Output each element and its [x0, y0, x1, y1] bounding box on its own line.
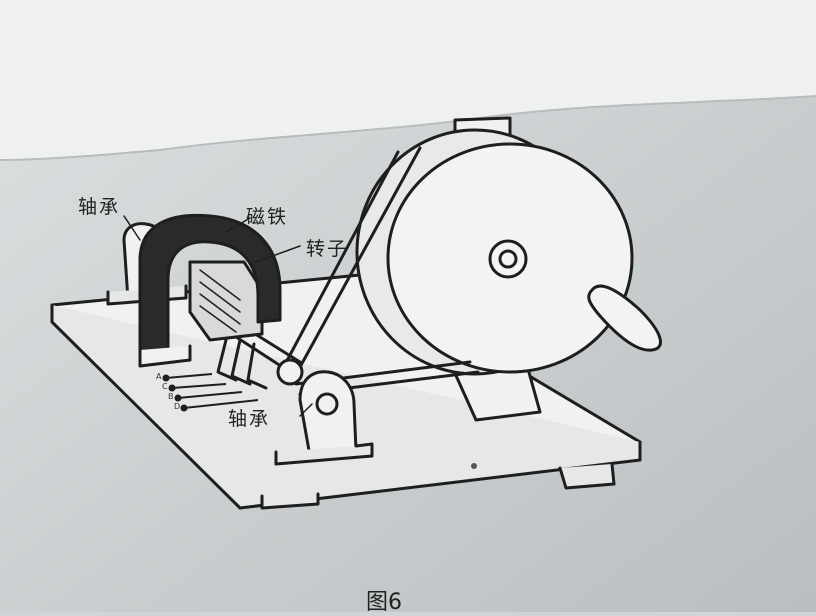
terminal-wire-b — [177, 391, 243, 399]
label-bearing-top: 轴承 — [78, 196, 121, 218]
terminal-dot-d — [180, 404, 188, 412]
rotor-coil-lines — [199, 269, 241, 333]
pointer-magnet — [225, 217, 251, 233]
figure-caption: 图6 — [366, 590, 402, 615]
belt — [280, 146, 422, 380]
pulley — [276, 358, 304, 386]
pointer-bearing-top — [123, 215, 141, 241]
label-magnet: 磁铁 — [246, 206, 289, 228]
terminal-dot-c — [168, 384, 176, 392]
terminal-dot-b — [174, 394, 182, 402]
terminal-label-d: D — [174, 402, 181, 411]
terminal-dot-a — [162, 374, 170, 382]
bearing-front-hole — [315, 392, 339, 416]
terminal-label-c: C — [162, 382, 168, 391]
pointer-rotor — [255, 245, 301, 263]
wheel-hub-inner — [498, 249, 518, 269]
label-bearing-bottom: 轴承 — [228, 408, 271, 430]
terminal-wire-a — [165, 373, 213, 379]
magnet — [138, 213, 282, 364]
terminal-wire-c — [171, 383, 227, 389]
base-foot-right — [558, 462, 616, 490]
magnet-foot — [138, 344, 192, 368]
crank-handle — [587, 284, 662, 352]
terminal-wire-d — [183, 399, 259, 409]
bearing-front-base — [274, 442, 374, 466]
brush-2 — [230, 338, 252, 386]
wheel-hub-outer — [488, 239, 528, 279]
terminal-label-b: B — [168, 392, 174, 401]
top-sheet-fold — [0, 95, 816, 161]
base-foot-left — [260, 492, 320, 510]
brush-1 — [216, 338, 238, 382]
label-rotor: 转子 — [306, 238, 349, 260]
brush-3 — [246, 342, 268, 390]
board-screw — [471, 463, 477, 469]
pointer-bearing-bottom — [299, 403, 313, 417]
terminal-label-a: A — [156, 372, 162, 381]
top-sheet — [0, 0, 816, 160]
